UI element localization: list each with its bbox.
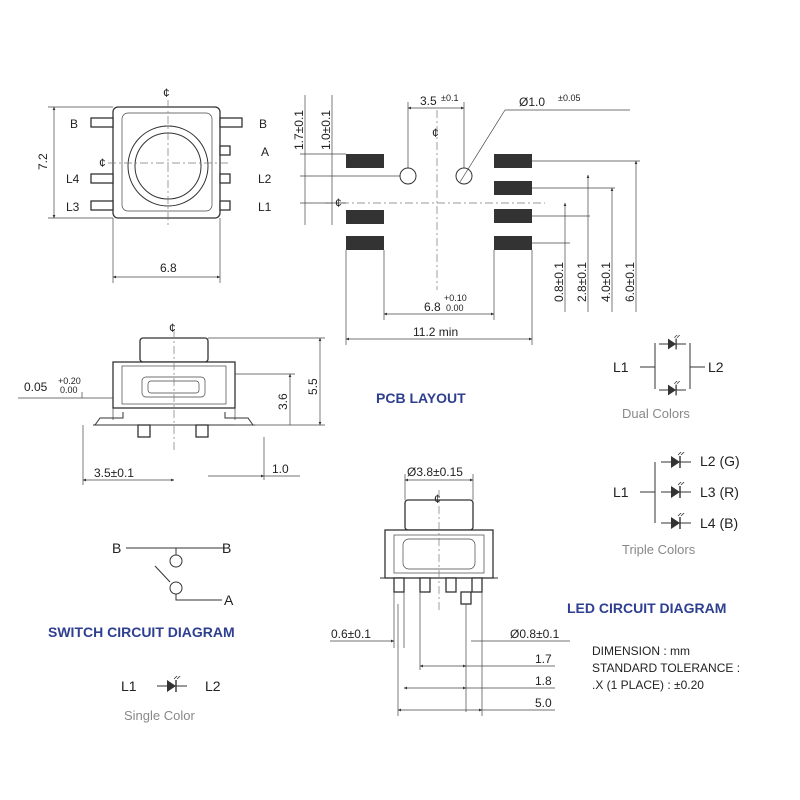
dual-label-l1: L1 — [613, 359, 629, 375]
pcb-dim-pitch: 3.5 — [420, 94, 437, 108]
pcb-layout-title: PCB LAYOUT — [376, 390, 466, 406]
side-dim-offset: 3.5±0.1 — [94, 466, 134, 480]
triple-label-l1: L1 — [613, 484, 629, 500]
pcb-layout: ¢ ¢ 3.5 ±0.1 Ø1.0 ±0.05 1.7±0.1 1.0±0.1 … — [292, 93, 640, 406]
top-label-a: A — [261, 145, 269, 159]
front-dim-bottom-2: 1.8 — [535, 674, 552, 688]
pcb-dim-right-2: 2.8±0.1 — [575, 262, 589, 302]
top-label-b-right: B — [259, 117, 267, 131]
pcb-dim-pitch-tol: ±0.1 — [441, 93, 458, 103]
front-dim-left: 0.6±0.1 — [331, 627, 371, 641]
pcb-dim-hole: Ø1.0 — [519, 95, 545, 109]
single-color-diagram: L1 L2 Single Color — [121, 676, 221, 723]
switch-label-b-left: B — [112, 540, 121, 556]
pcb-dim-inner-tol-plus: +0.10 — [444, 293, 467, 303]
front-view: ¢ Ø3.8±0.15 0.6±0.1 Ø0.8±0.1 1.7 1.8 5.0 — [330, 465, 570, 716]
side-dim-gap: 0.05 — [24, 380, 48, 394]
pcb-pad — [346, 210, 384, 224]
top-dim-height: 7.2 — [36, 153, 50, 170]
pcb-dim-left-2: 1.0±0.1 — [319, 110, 333, 150]
side-dim-mid: 3.6 — [276, 393, 290, 410]
single-label-l1: L1 — [121, 678, 137, 694]
triple-label-g: L2 (G) — [700, 453, 740, 469]
pcb-pad — [494, 181, 532, 195]
switch-circuit-title: SWITCH CIRCUIT DIAGRAM — [48, 624, 235, 640]
pcb-pad — [494, 236, 532, 250]
pcb-centerline-mark: ¢ — [432, 126, 439, 140]
top-label-l4: L4 — [66, 172, 80, 186]
top-label-b-left: B — [70, 117, 78, 131]
pcb-pad — [346, 236, 384, 250]
side-view: ¢ 0.05 +0.20 0.00 5.5 3.6 3.5±0.1 1.0 — [18, 321, 325, 485]
single-color-caption: Single Color — [124, 708, 195, 723]
notes-line-2: STANDARD TOLERANCE : — [592, 661, 740, 675]
top-label-l2: L2 — [258, 172, 272, 186]
notes-line-1: DIMENSION : mm — [592, 644, 690, 658]
pcb-pad — [346, 154, 384, 168]
side-centerline-mark: ¢ — [169, 321, 176, 335]
pcb-dim-inner-tol-minus: 0.00 — [446, 303, 464, 313]
notes-line-3: .X (1 PLACE) : ±0.20 — [592, 678, 704, 692]
dual-colors-diagram: L1 L2 Dual Colors — [613, 335, 724, 421]
dimension-notes: DIMENSION : mm STANDARD TOLERANCE : .X (… — [592, 644, 740, 692]
front-dim-pin: Ø0.8±0.1 — [510, 627, 560, 641]
triple-label-r: L3 (R) — [700, 484, 739, 500]
pcb-dim-inner: 6.8 — [424, 300, 441, 314]
top-dim-width: 6.8 — [160, 261, 177, 275]
switch-circuit: B B A SWITCH CIRCUIT DIAGRAM — [48, 540, 235, 640]
top-view: B L4 L3 B A L2 L1 ¢ ¢ 7.2 6.8 — [36, 86, 272, 283]
dual-label-l2: L2 — [708, 359, 724, 375]
pcb-hole — [399, 167, 417, 185]
switch-label-b-right: B — [222, 540, 231, 556]
side-dim-gap-tol-plus: +0.20 — [58, 376, 81, 386]
pcb-pad — [494, 209, 532, 223]
pcb-dim-left-1: 1.7±0.1 — [292, 110, 306, 150]
triple-colors-caption: Triple Colors — [622, 542, 696, 557]
pcb-dim-right-3: 4.0±0.1 — [599, 262, 613, 302]
side-dim-height: 5.5 — [306, 378, 320, 395]
pcb-dim-right-4: 6.0±0.1 — [623, 262, 637, 302]
front-dim-top: Ø3.8±0.15 — [407, 465, 463, 479]
triple-colors-diagram: L1 L2 (G) L3 (R) L4 (B) Triple Colors — [613, 452, 740, 557]
front-dim-bottom-3: 5.0 — [535, 696, 552, 710]
top-label-l1: L1 — [258, 200, 272, 214]
triple-label-b: L4 (B) — [700, 515, 738, 531]
top-centerline-mark: ¢ — [163, 86, 170, 100]
top-label-l3: L3 — [66, 200, 80, 214]
dual-colors-caption: Dual Colors — [622, 406, 690, 421]
pcb-dim-outer: 11.2 min — [413, 325, 458, 339]
pcb-dim-right-1: 0.8±0.1 — [552, 262, 566, 302]
side-dim-gap-tol-minus: 0.00 — [60, 385, 78, 395]
single-label-l2: L2 — [205, 678, 221, 694]
pcb-pad — [494, 154, 532, 168]
pcb-dim-hole-tol: ±0.05 — [558, 93, 580, 103]
front-centerline-mark: ¢ — [434, 492, 441, 506]
top-centerline-mark-h: ¢ — [99, 156, 106, 170]
front-dim-bottom-1: 1.7 — [535, 652, 552, 666]
switch-label-a: A — [224, 592, 234, 608]
side-dim-pin: 1.0 — [272, 462, 289, 476]
led-circuit-title: LED CIRCUIT DIAGRAM — [567, 600, 726, 616]
